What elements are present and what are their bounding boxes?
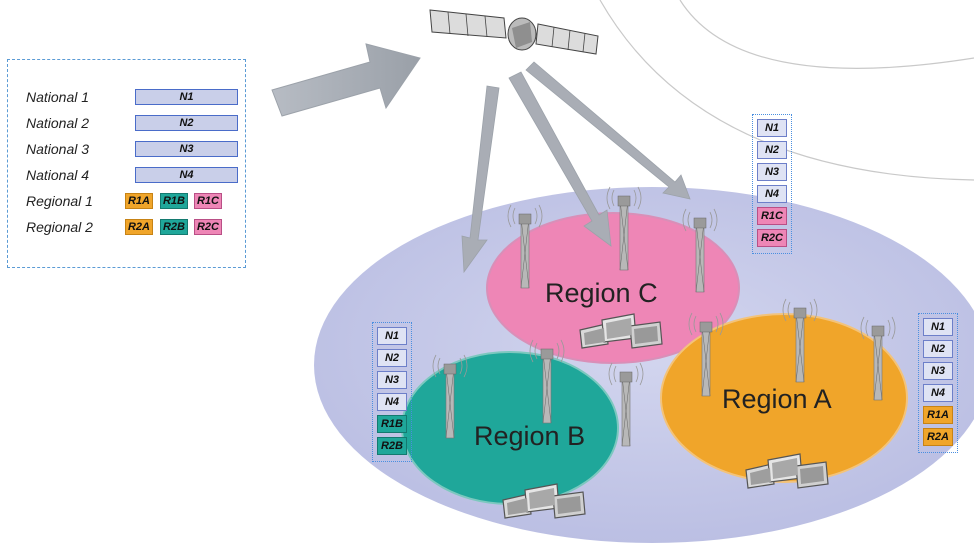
channel-chip: R1B <box>160 193 188 209</box>
channel-chip: N4 <box>923 384 953 402</box>
channel-chip: R2B <box>377 437 407 455</box>
channel-chip: R2C <box>757 229 787 247</box>
legend-label: Regional 1 <box>26 193 93 209</box>
channel-chip: R1A <box>923 406 953 424</box>
channel-chip: N2 <box>923 340 953 358</box>
channel-chip: R1A <box>125 193 153 209</box>
channel-chip: R1C <box>757 207 787 225</box>
legend-label: National 1 <box>26 89 90 105</box>
downlink-arrow-3 <box>525 61 691 200</box>
region-a-area <box>660 313 908 483</box>
channel-chip: N4 <box>757 185 787 203</box>
orbit-arc-inner <box>679 0 974 69</box>
channel-chip: N1 <box>757 119 787 137</box>
channel-chip: R1B <box>377 415 407 433</box>
channel-chip: N4 <box>135 167 238 183</box>
channel-chip: N3 <box>377 371 407 389</box>
region-c-label: Region C <box>545 278 658 308</box>
region-a-label: Region A <box>722 384 832 414</box>
channel-chip: N3 <box>135 141 238 157</box>
orbit-arc-outer <box>599 0 974 181</box>
region-c-area <box>486 212 740 364</box>
channel-chip: R2C <box>194 219 222 235</box>
legend-label: National 2 <box>26 115 90 131</box>
channel-chip: N1 <box>135 89 238 105</box>
legend-label: Regional 2 <box>26 219 93 235</box>
channel-chip: N2 <box>757 141 787 159</box>
channel-chip: R2B <box>160 219 188 235</box>
channel-chip: N4 <box>377 393 407 411</box>
channel-chip: N3 <box>757 163 787 181</box>
satellite-icon <box>429 9 599 55</box>
region-c-channel-stack: N1 N2 N3 N4 R1C R2C <box>752 114 792 254</box>
legend-label: National 4 <box>26 167 90 183</box>
downlink-arrow-2 <box>508 71 612 247</box>
channel-chip: N2 <box>377 349 407 367</box>
channel-chip: R2A <box>125 219 153 235</box>
channel-legend: National 1 N1 National 2 N2 National 3 N… <box>7 59 246 268</box>
channel-chip: R1C <box>194 193 222 209</box>
channel-chip: N1 <box>377 327 407 345</box>
region-b-channel-stack: N1 N2 N3 N4 R1B R2B <box>372 322 412 462</box>
channel-chip: N1 <box>923 318 953 336</box>
legend-label: National 3 <box>26 141 90 157</box>
channel-chip: R2A <box>923 428 953 446</box>
legend-to-satellite-arrow <box>271 43 421 117</box>
channel-chip: N2 <box>135 115 238 131</box>
region-a-channel-stack: N1 N2 N3 N4 R1A R2A <box>918 313 958 453</box>
region-b-label: Region B <box>474 421 586 451</box>
channel-chip: N3 <box>923 362 953 380</box>
downlink-arrow-1 <box>461 85 500 274</box>
